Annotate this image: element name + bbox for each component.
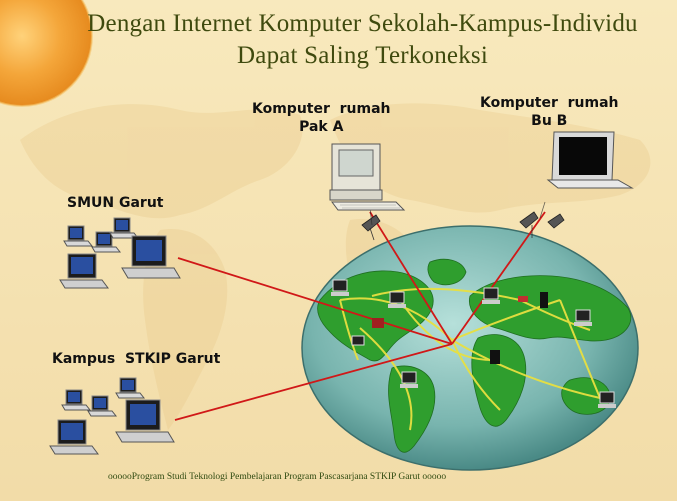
title-line-2: Dapat Saling Terkoneksi: [237, 42, 488, 69]
link-smun: [177, 257, 453, 345]
signal-lines: [369, 201, 546, 226]
link-bu-b: [451, 211, 546, 345]
globe-icon: [301, 225, 639, 471]
label-kampus: Kampus STKIP Garut: [52, 351, 221, 367]
title-line-1: Dengan Internet Komputer Sekolah-Kampus-…: [87, 10, 638, 37]
footer-caption: oooooProgram Studi Teknologi Pembelajara…: [108, 472, 447, 482]
campus-computer-cluster: [49, 377, 175, 455]
label-smun: SMUN Garut: [67, 195, 164, 211]
laptop-icon: [546, 131, 634, 189]
globe-computer-icons: [331, 279, 616, 408]
link-kampus: [174, 343, 453, 421]
label-bu-b: Komputer rumah Bu B: [480, 95, 619, 129]
red-links: [174, 211, 546, 421]
label-pak-a: Komputer rumah Pak A: [252, 101, 391, 135]
school-computer-cluster: [59, 217, 181, 289]
link-pak-a: [369, 211, 453, 345]
desktop-computer-icon: [329, 143, 406, 211]
sun-icon: [0, 0, 93, 107]
satellite-dish-icon: [361, 211, 565, 241]
